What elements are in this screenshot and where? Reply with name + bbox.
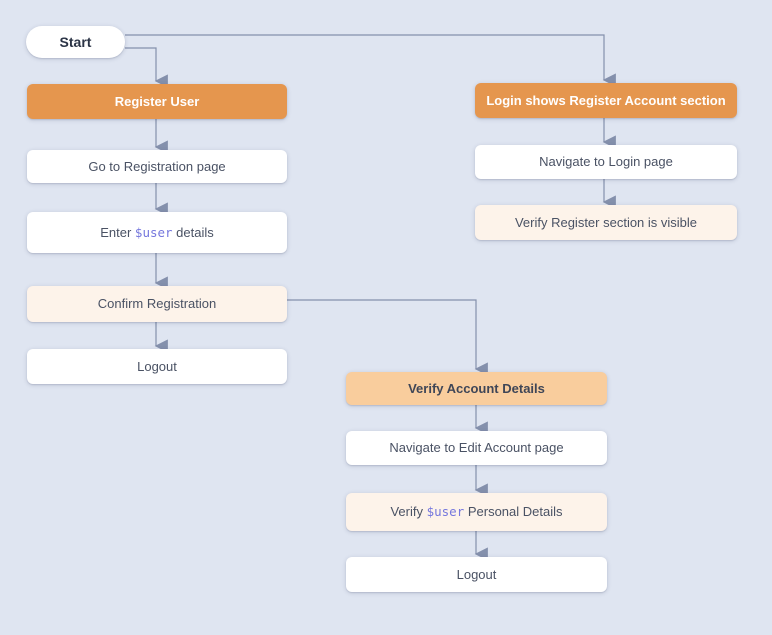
node-register-user[interactable]: Register User: [27, 84, 287, 119]
node-verify-account-details[interactable]: Verify Account Details: [346, 372, 607, 405]
edge-start-to-register-user: [125, 47, 168, 88]
node-verify-register-visible-label: Verify Register section is visible: [514, 214, 698, 230]
node-enter-user-details[interactable]: Enter $user details: [27, 212, 287, 253]
node-confirm-registration[interactable]: Confirm Registration: [27, 286, 287, 322]
node-logout-middle[interactable]: Logout: [346, 557, 607, 592]
node-logout-middle-label: Logout: [456, 566, 497, 582]
node-navigate-to-edit-account-page[interactable]: Navigate to Edit Account page: [346, 431, 607, 465]
node-login-shows-register-label: Login shows Register Account section: [486, 92, 726, 108]
node-navigate-to-edit-account-label: Navigate to Edit Account page: [389, 440, 564, 456]
node-verify-account-details-label: Verify Account Details: [408, 380, 545, 396]
node-start[interactable]: Start: [26, 26, 125, 58]
node-enter-user-details-label: Enter $user details: [100, 224, 214, 240]
node-navigate-to-login-label: Navigate to Login page: [539, 154, 673, 170]
node-go-to-registration-page[interactable]: Go to Registration page: [27, 150, 287, 183]
edge-start-to-login-shows: [125, 34, 616, 87]
node-go-to-registration-label: Go to Registration page: [88, 158, 226, 174]
user-variable: $user: [134, 224, 173, 240]
node-navigate-to-login-page[interactable]: Navigate to Login page: [475, 145, 737, 179]
node-verify-user-personal-details[interactable]: Verify $user Personal Details: [346, 493, 607, 531]
node-verify-user-personal-label: Verify $user Personal Details: [390, 504, 563, 520]
node-logout-left-label: Logout: [137, 358, 177, 374]
node-logout-left[interactable]: Logout: [27, 349, 287, 384]
node-register-user-label: Register User: [114, 93, 200, 109]
node-confirm-registration-label: Confirm Registration: [97, 296, 217, 312]
edge-confirm-to-verify-account: [287, 299, 488, 376]
node-verify-register-section-visible[interactable]: Verify Register section is visible: [475, 205, 737, 240]
user-variable: $user: [426, 504, 465, 520]
node-start-label: Start: [59, 33, 92, 50]
node-login-shows-register-account[interactable]: Login shows Register Account section: [475, 83, 737, 118]
